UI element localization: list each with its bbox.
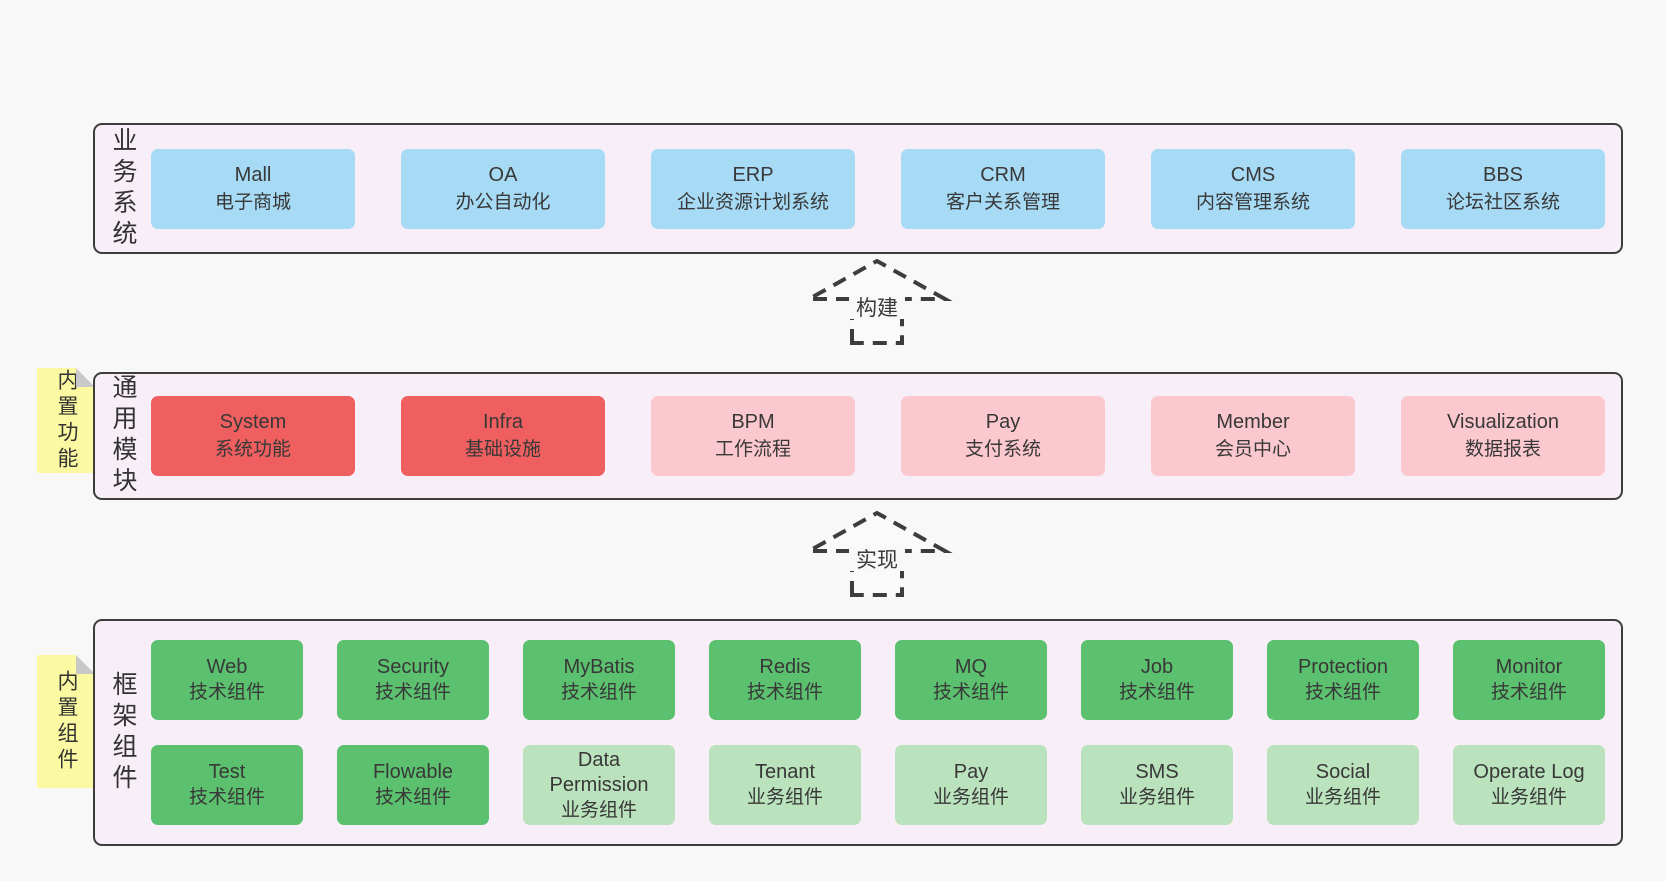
implement-arrow: 实现	[801, 510, 953, 597]
built-in-features-tab-label: 内置功能	[55, 368, 78, 473]
business-systems-row: Mall 电子商城 OA 办公自动化 ERP 企业资源计划系统 CRM 客户关系…	[151, 125, 1605, 252]
framework-components-panel-label: 框架组件	[109, 670, 137, 795]
box-redis: Redis 技术组件	[709, 640, 861, 720]
box-system: System 系统功能	[151, 396, 355, 476]
common-modules-row: System 系统功能 Infra 基础设施 BPM 工作流程 Pay 支付系统…	[151, 374, 1605, 498]
box-data-permission: Data Permission 业务组件	[523, 745, 675, 825]
box-flowable: Flowable 技术组件	[337, 745, 489, 825]
box-erp: ERP 企业资源计划系统	[651, 148, 855, 229]
built-in-components-tab-label: 内置组件	[55, 669, 78, 774]
arrow-label-backdrop	[849, 294, 905, 319]
box-crm: CRM 客户关系管理	[901, 148, 1105, 229]
framework-components-panel: 框架组件 Web 技术组件 Security 技术组件 MyBatis 技术组件…	[93, 619, 1623, 846]
box-mq: MQ 技术组件	[895, 640, 1047, 720]
box-pay-component: Pay 业务组件	[895, 745, 1047, 825]
box-job: Job 技术组件	[1081, 640, 1233, 720]
business-components-row: Test 技术组件 Flowable 技术组件 Data Permission …	[151, 745, 1605, 825]
box-web: Web 技术组件	[151, 640, 303, 720]
business-systems-panel: 业务系统 Mall 电子商城 OA 办公自动化 ERP 企业资源计划系统 CRM…	[93, 123, 1623, 254]
box-monitor: Monitor 技术组件	[1453, 640, 1605, 720]
common-modules-panel-label: 通用模块	[109, 374, 137, 498]
arrow-label-backdrop	[849, 546, 905, 571]
box-test: Test 技术组件	[151, 745, 303, 825]
box-visualization: Visualization 数据报表	[1401, 396, 1605, 476]
box-tenant: Tenant 业务组件	[709, 745, 861, 825]
box-cms: CMS 内容管理系统	[1151, 148, 1355, 229]
box-sms: SMS 业务组件	[1081, 745, 1233, 825]
built-in-features-tab: 内置功能	[37, 368, 95, 473]
common-modules-panel: 通用模块 System 系统功能 Infra 基础设施 BPM 工作流程 Pay…	[93, 372, 1623, 500]
tech-components-row: Web 技术组件 Security 技术组件 MyBatis 技术组件 Redi…	[151, 640, 1605, 720]
framework-components-rows: Web 技术组件 Security 技术组件 MyBatis 技术组件 Redi…	[151, 621, 1605, 844]
build-arrow-label: 构建	[856, 297, 898, 320]
box-member: Member 会员中心	[1151, 396, 1355, 476]
box-security: Security 技术组件	[337, 640, 489, 720]
build-arrow: 构建	[801, 258, 953, 345]
box-social: Social 业务组件	[1267, 745, 1419, 825]
box-protection: Protection 技术组件	[1267, 640, 1419, 720]
box-oa: OA 办公自动化	[401, 148, 605, 229]
built-in-components-tab: 内置组件	[37, 655, 95, 788]
box-bbs: BBS 论坛社区系统	[1401, 148, 1605, 229]
box-infra: Infra 基础设施	[401, 396, 605, 476]
box-bpm: BPM 工作流程	[651, 396, 855, 476]
business-systems-panel-label: 业务系统	[109, 126, 137, 251]
box-mall: Mall 电子商城	[151, 148, 355, 229]
implement-arrow-label: 实现	[856, 549, 898, 572]
box-pay: Pay 支付系统	[901, 396, 1105, 476]
box-mybatis: MyBatis 技术组件	[523, 640, 675, 720]
box-operate-log: Operate Log 业务组件	[1453, 745, 1605, 825]
